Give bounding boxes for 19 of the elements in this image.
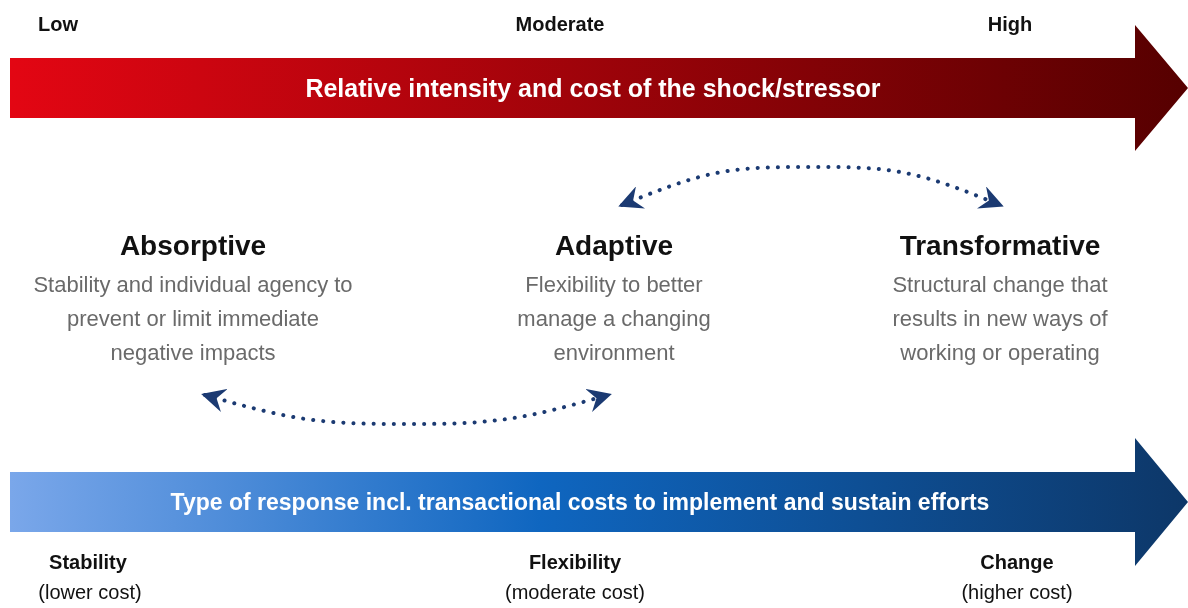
heading: Adaptive [554, 230, 674, 262]
description: Structural change that results in new ways of working or operating [891, 271, 1109, 367]
scale-label: Flexibility [528, 551, 622, 574]
band-title: Relative intensity and cost of the shock/stressor [305, 73, 881, 103]
dotted-arrow [201, 388, 612, 426]
heading: Transformative [899, 230, 1101, 262]
scale-label: Stability [49, 551, 127, 574]
cost-note: (moderate cost) [504, 581, 646, 604]
heading: Absorptive [119, 230, 267, 262]
cost-note: (higher cost) [961, 581, 1073, 604]
scale-label: High [987, 13, 1033, 36]
cost-note: (lower cost) [38, 581, 142, 604]
scale-label: Low [38, 13, 78, 36]
scale-label: Moderate [515, 13, 605, 36]
band-title: Type of response incl. transactional costs to implement and sustain efforts [170, 488, 990, 516]
dotted-arrow [618, 165, 1004, 209]
scale-label: Change [980, 551, 1054, 574]
description: Flexibility to better manage a changing environment [516, 271, 712, 367]
description: Stability and individual agency to prevent or limit immediate negative impacts [32, 271, 354, 367]
